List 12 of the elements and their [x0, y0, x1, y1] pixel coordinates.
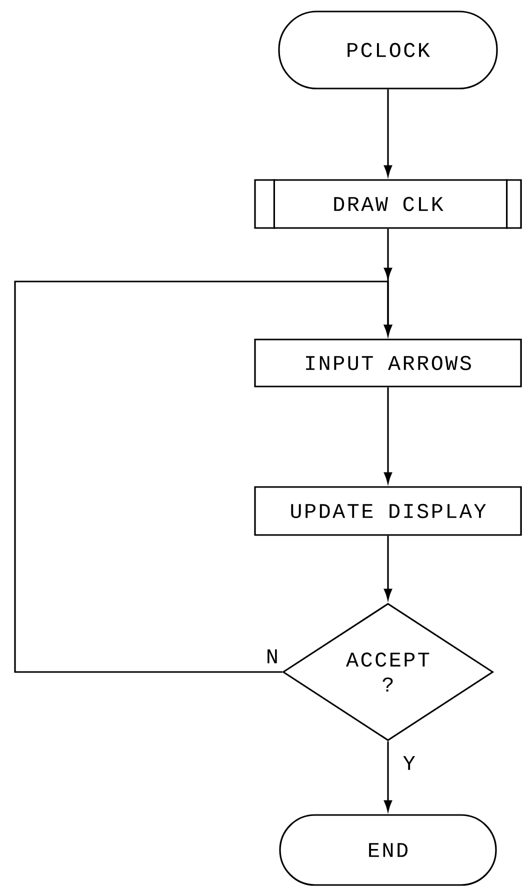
process-box: INPUT ARROWS [254, 338, 522, 388]
subroutine-box: DRAW CLK [254, 179, 522, 229]
arrow [14, 268, 392, 673]
arrow [384, 741, 392, 812]
terminal-box: END [279, 814, 497, 886]
process-box: UPDATE DISPLAY [254, 486, 522, 536]
arrow [384, 89, 392, 176]
edge-label: Y [400, 754, 418, 772]
arrow [384, 387, 392, 484]
terminal-box: PCLOCK [278, 10, 498, 90]
edge-label: N [264, 647, 280, 666]
arrow [384, 536, 392, 600]
